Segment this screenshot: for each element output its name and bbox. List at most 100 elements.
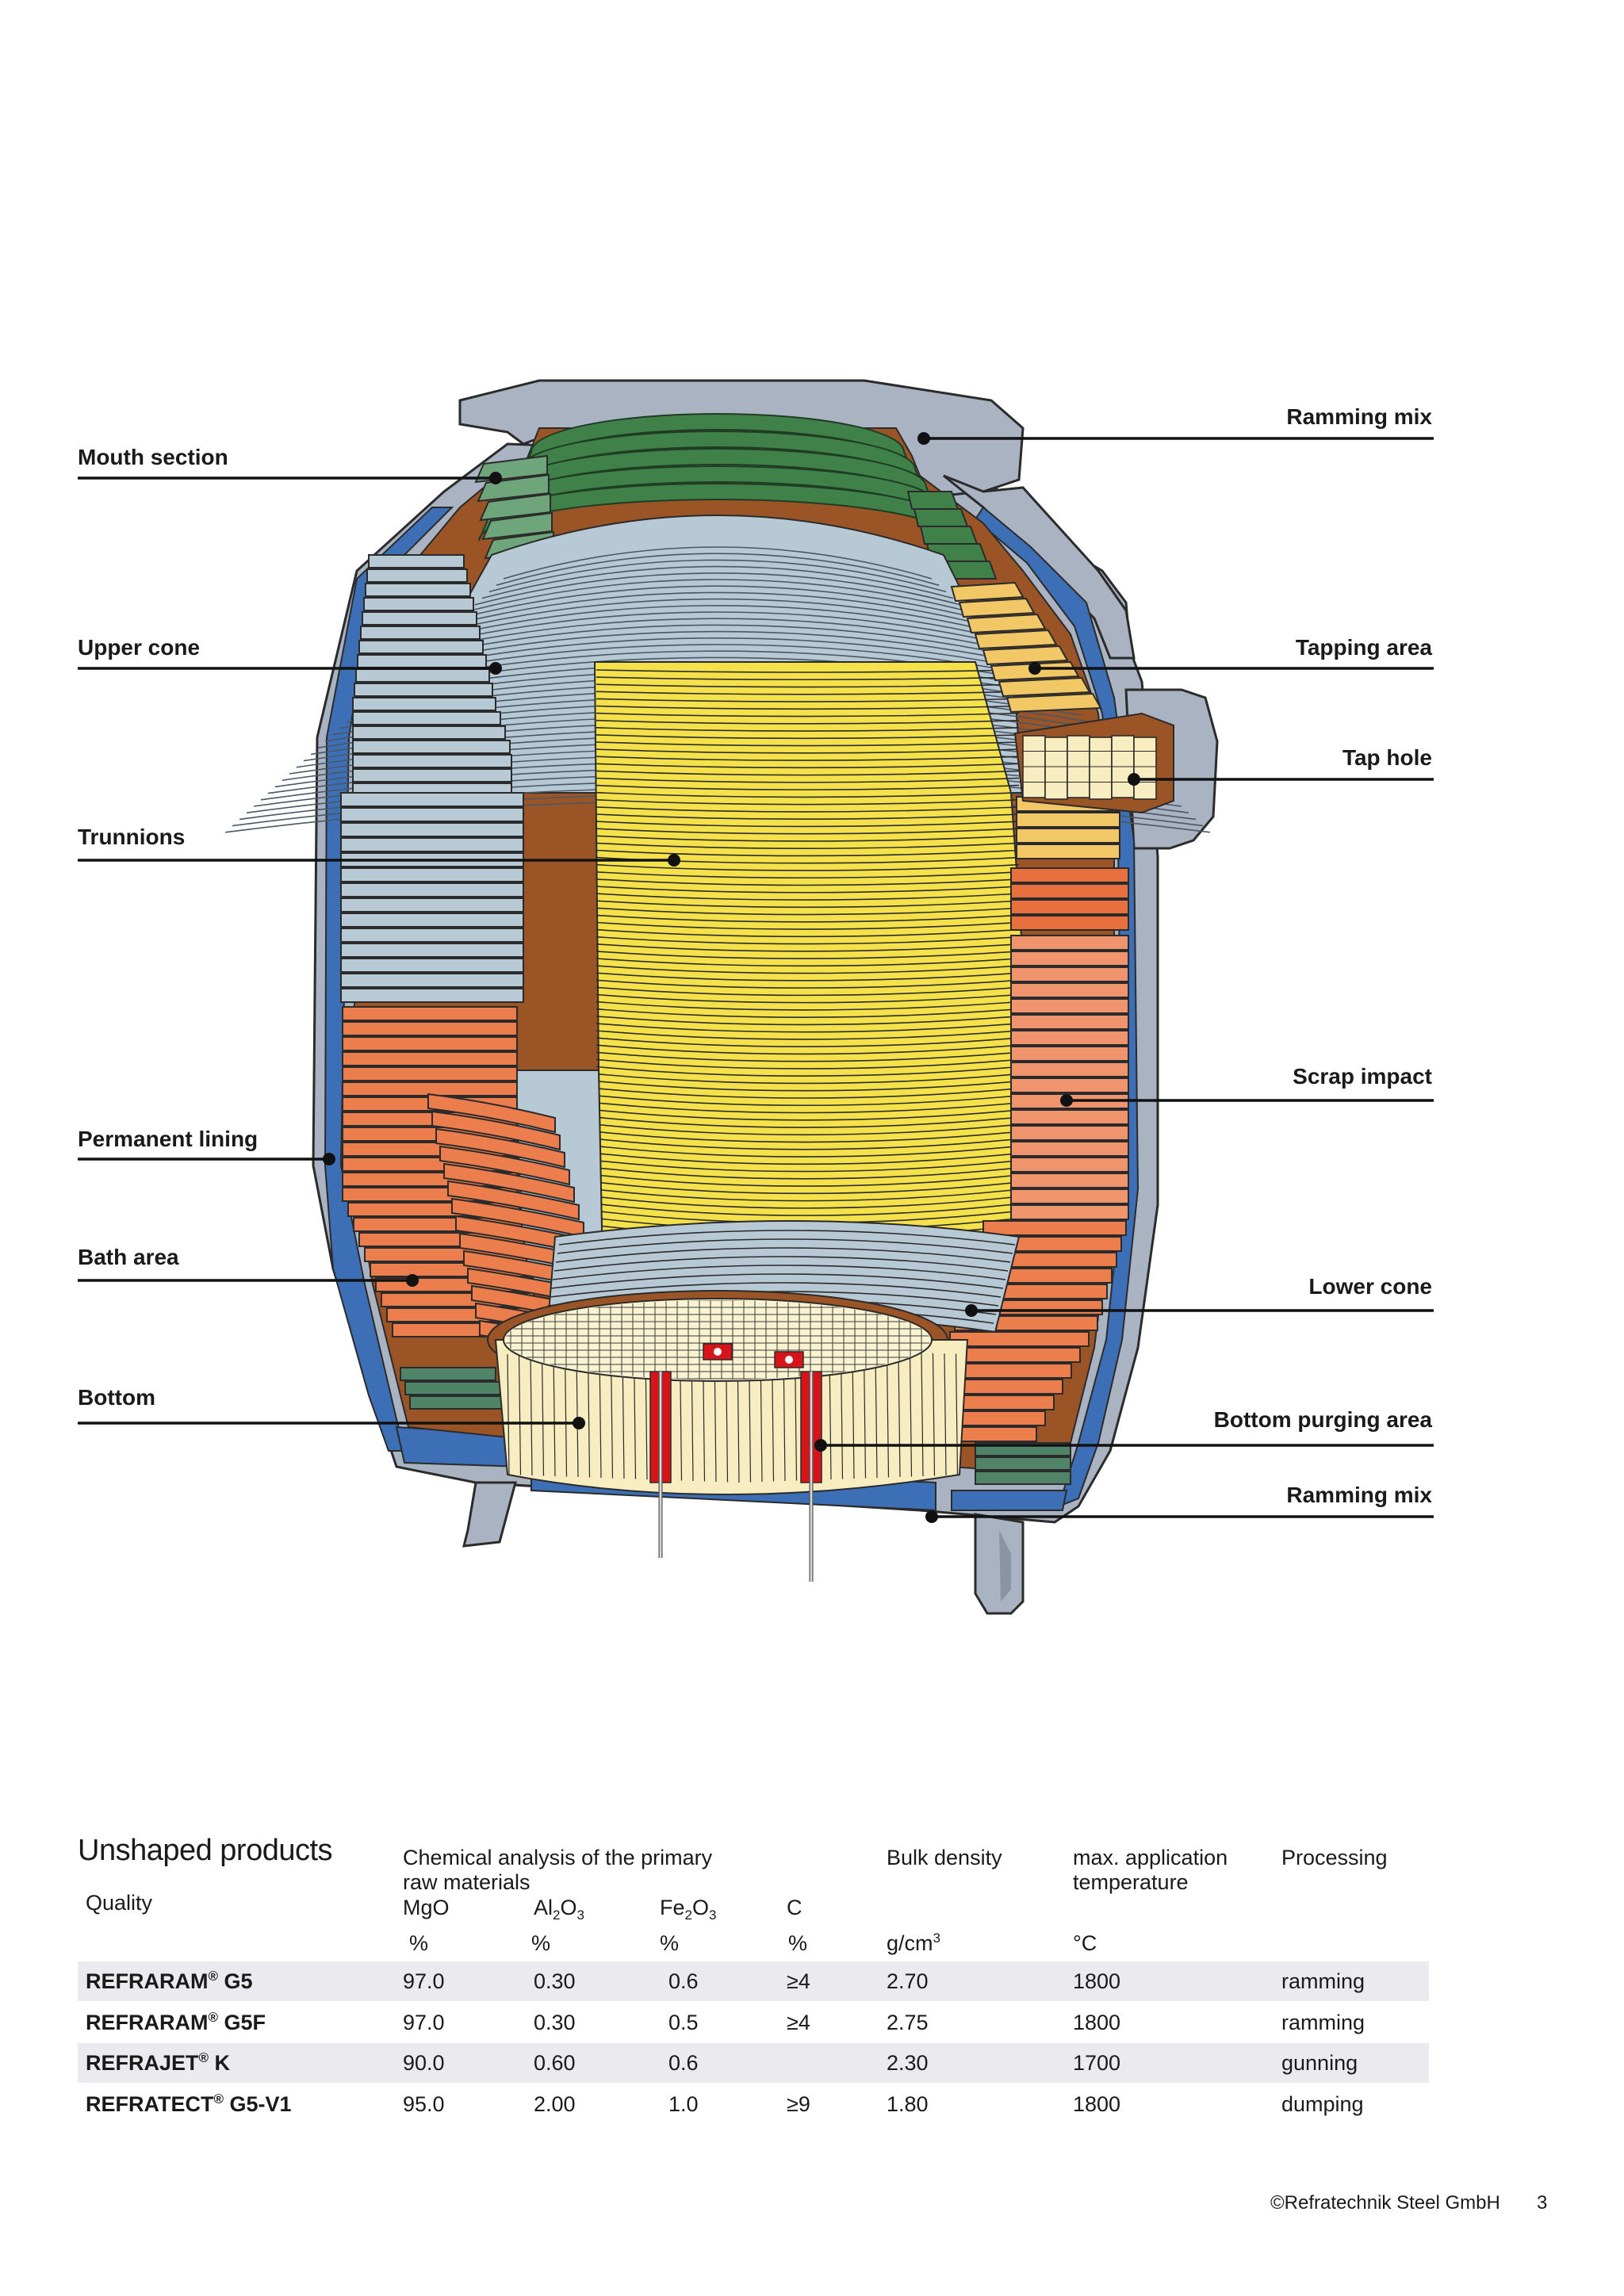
trunnion-course	[596, 705, 1020, 710]
mouth-brick	[477, 473, 550, 503]
trunnion-course	[596, 1109, 1020, 1121]
lower-cone-course	[555, 1247, 1011, 1263]
tapping-brick	[1005, 692, 1102, 714]
trunnion-course	[596, 907, 1020, 916]
trunnion-course	[596, 698, 1020, 702]
trunnion-course	[596, 1001, 1020, 1011]
scrap-brick	[1010, 867, 1129, 883]
trunnion-course	[596, 921, 1020, 930]
trunnion-course	[596, 1160, 1020, 1173]
tap-hole-sleeve	[1044, 737, 1068, 800]
bath-arc	[435, 1127, 565, 1169]
scrap-brick	[1010, 1109, 1129, 1125]
trunnion-course	[596, 741, 1020, 747]
tapping-brick	[974, 629, 1058, 650]
mouth-brick	[479, 492, 551, 522]
left-wall-brick	[340, 837, 524, 852]
scrap-brick	[1010, 1062, 1129, 1077]
scrap-brick	[1010, 1030, 1129, 1046]
bottom-brick-joint	[898, 1352, 901, 1478]
tapping-brick	[1016, 844, 1120, 859]
label-permanent: Permanent lining	[78, 1127, 258, 1151]
upper-wall-brick	[366, 568, 468, 583]
upper-cone-course	[403, 637, 1032, 671]
label-mouth: Mouth section	[78, 445, 228, 469]
label-lower: Lower cone	[1308, 1274, 1432, 1299]
lower-cone-course	[553, 1256, 1009, 1272]
lower-cone-course	[552, 1265, 1006, 1280]
trunnion-course	[596, 748, 1020, 754]
leader-dot-purging	[814, 1439, 827, 1452]
bottom-brick-joint	[576, 1352, 579, 1478]
scrap-brick	[1010, 951, 1129, 966]
label-upper: Upper cone	[78, 635, 200, 660]
bottom-brick-joint	[955, 1353, 959, 1475]
upper-wall-brick	[352, 754, 512, 768]
right-bath-brick	[949, 1331, 1090, 1347]
trunnion-course	[596, 835, 1020, 842]
upper-cone-course	[481, 565, 954, 599]
leader-dot-trunnions	[668, 854, 680, 867]
leader-dot-ramming_top	[917, 432, 930, 445]
purging-plug-hole	[714, 1348, 722, 1356]
bottom-brick-joint	[530, 1353, 533, 1476]
trunnion-course	[596, 799, 1020, 806]
upper-cone-course	[467, 579, 968, 612]
upper-cone-course	[396, 644, 1040, 677]
trunnion-course	[596, 849, 1020, 857]
scrap-brick	[1010, 1204, 1129, 1220]
bath-brick	[342, 1006, 518, 1021]
bottom-brick-joint	[909, 1352, 913, 1477]
trunnion-course	[596, 1145, 1020, 1158]
scrap-brick	[1010, 1046, 1129, 1062]
leader-dot-permanent	[323, 1153, 335, 1165]
trunnion-course	[596, 979, 1020, 989]
left-wall-brick	[340, 822, 524, 837]
trunnion-course	[596, 821, 1020, 828]
upper-wall-brick	[352, 768, 512, 783]
trunnion-course	[596, 1051, 1020, 1062]
bath-brick	[342, 1066, 518, 1081]
leader-dot-lower	[965, 1304, 978, 1317]
upper-wall-brick	[362, 611, 477, 626]
bath-arc	[439, 1145, 570, 1186]
left-wall-brick	[340, 792, 524, 807]
trunnion-course	[596, 871, 1020, 879]
bottom-brick-joint	[944, 1353, 947, 1476]
trunnion-course	[596, 886, 1020, 894]
leader-dot-scrap	[1060, 1094, 1073, 1107]
trunnion-course	[596, 1167, 1020, 1180]
tap-hole-sleeve	[1089, 737, 1113, 800]
bath-brick	[342, 1051, 518, 1066]
upper-cone-course	[410, 630, 1025, 664]
left-wall-brick	[340, 973, 524, 988]
upper-wall-brick	[368, 554, 465, 568]
upper-cone-course	[474, 572, 961, 606]
trunnion-course	[596, 1008, 1020, 1018]
trunnion-course	[596, 878, 1020, 886]
scrap-brick	[1010, 935, 1129, 951]
trunnion-course	[596, 1174, 1020, 1187]
scrap-brick	[1010, 899, 1129, 915]
trunnion-course	[596, 1023, 1020, 1033]
label-ramming_top: Ramming mix	[1286, 404, 1432, 429]
bottom-brick-joint	[541, 1353, 545, 1476]
bath-brick	[342, 1021, 518, 1036]
label-trunnions: Trunnions	[78, 825, 185, 849]
label-scrap: Scrap impact	[1293, 1064, 1432, 1089]
mouth-brick	[481, 511, 553, 541]
upper-wall-brick	[352, 725, 506, 740]
trunnion-course	[596, 972, 1020, 982]
leader-dot-upper	[489, 662, 502, 675]
trunnion-course	[596, 1102, 1020, 1114]
trunnion-course	[596, 1095, 1020, 1107]
left-wall-brick	[340, 943, 524, 958]
mouth-brick	[919, 526, 979, 545]
left-wall-brick	[340, 928, 524, 943]
trunnion-course	[596, 1123, 1020, 1136]
trunnion-course	[596, 727, 1020, 732]
trunnion-course	[596, 828, 1020, 835]
teal-brick	[409, 1395, 506, 1410]
trunnion-course	[596, 1116, 1020, 1128]
leader-dot-ramming_bottom	[925, 1510, 938, 1523]
